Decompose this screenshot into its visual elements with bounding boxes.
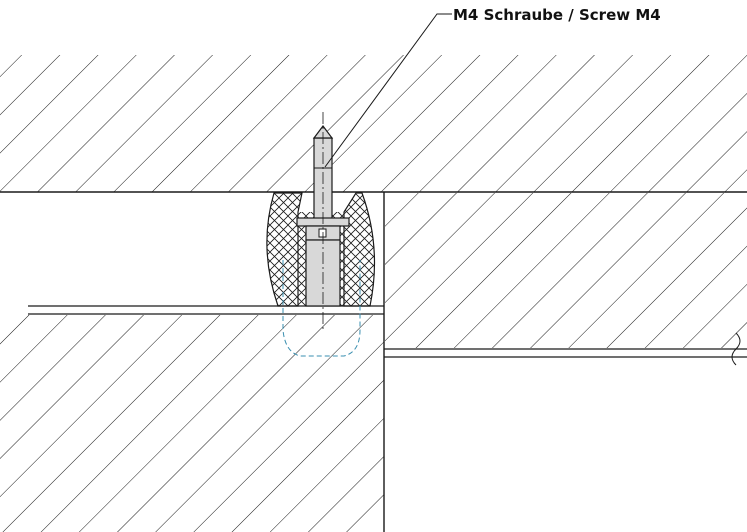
leader-line: [324, 13, 452, 168]
top-plate-section: [0, 55, 747, 193]
screw-m4: [296, 112, 350, 332]
right-block-section: [383, 192, 747, 532]
hidden-outline: [282, 260, 361, 357]
screw-callout-label: M4 Schraube / Screw M4: [453, 6, 661, 24]
bottom-block-section: [0, 305, 384, 532]
